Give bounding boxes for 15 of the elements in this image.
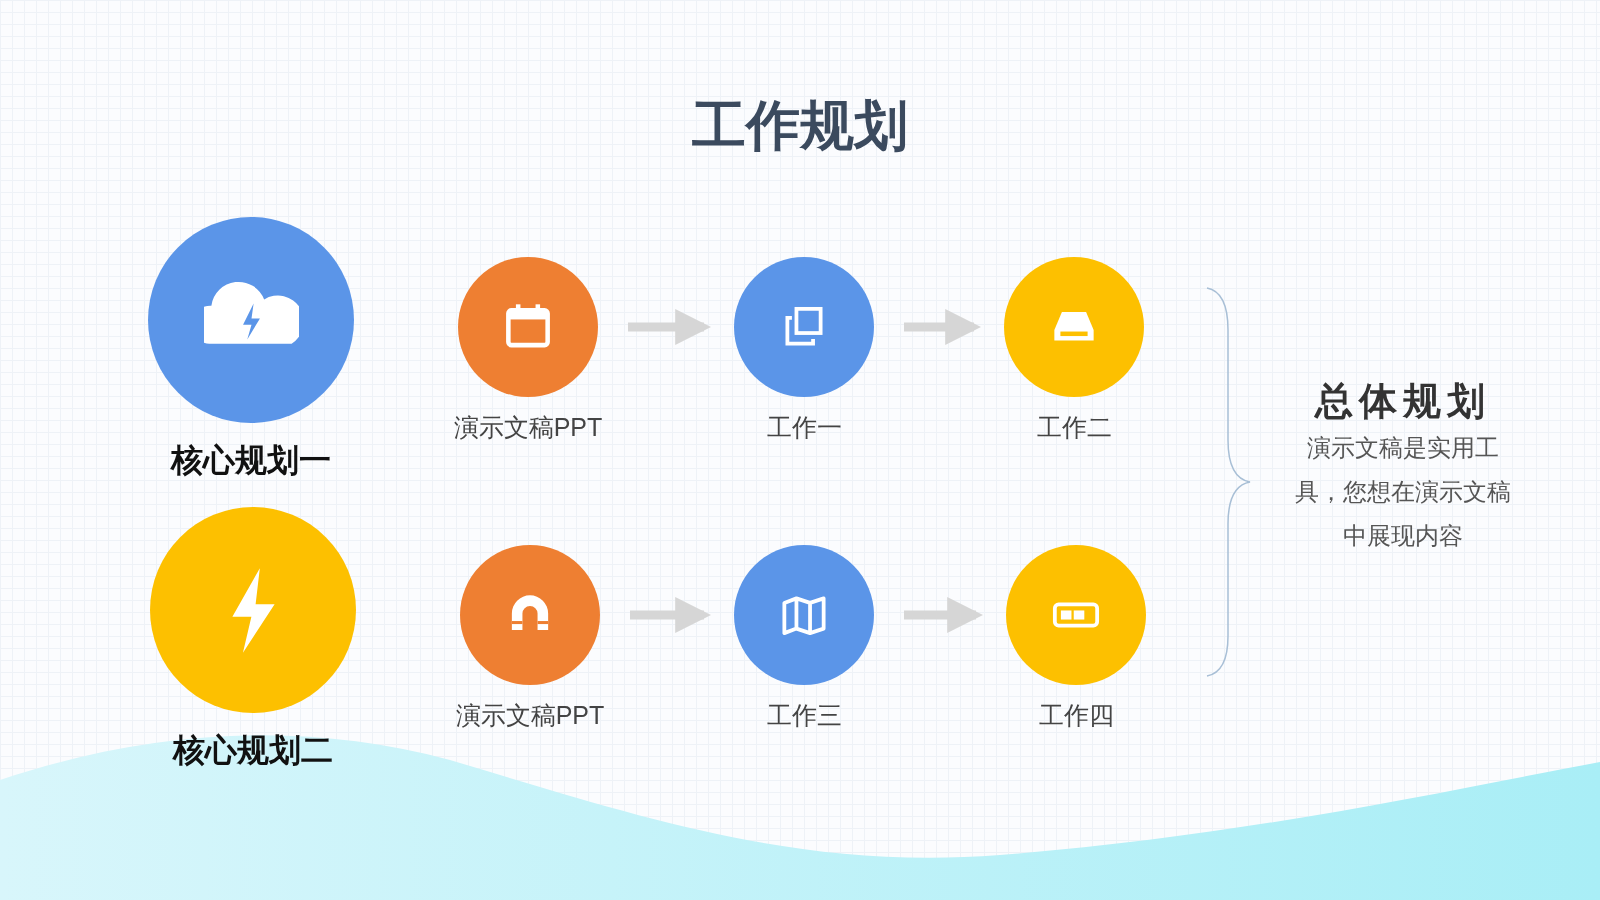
node-label: 工作三 [766,700,842,731]
summary-heading: 总体规划 [1313,379,1492,424]
arrow [630,597,712,633]
node-label: 核心规划二 [173,731,333,770]
node-label: 工作二 [1036,412,1112,443]
arrow [628,309,712,345]
node-label: 核心规划一 [171,441,331,480]
node-label: 演示文稿PPT [453,412,603,443]
title: 工作规划 [691,94,909,157]
arrow [904,597,984,633]
node-label: 工作一 [766,412,842,443]
node-label: 演示文稿PPT [455,700,605,731]
summary-text: 演示文稿是实用工具，您想在演示文稿中展现内容 [1293,433,1512,551]
node-label: 工作四 [1038,700,1114,731]
arrow [904,309,982,345]
